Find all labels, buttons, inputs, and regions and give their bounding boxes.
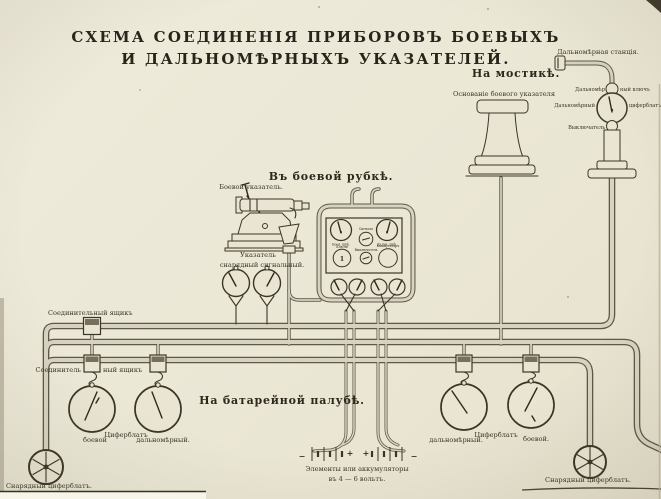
photo-edge-bottom-right [521, 487, 661, 491]
photo-edge-bottom-left [0, 492, 206, 499]
corner-blob [646, 0, 661, 13]
photo-edge-left [0, 298, 4, 499]
